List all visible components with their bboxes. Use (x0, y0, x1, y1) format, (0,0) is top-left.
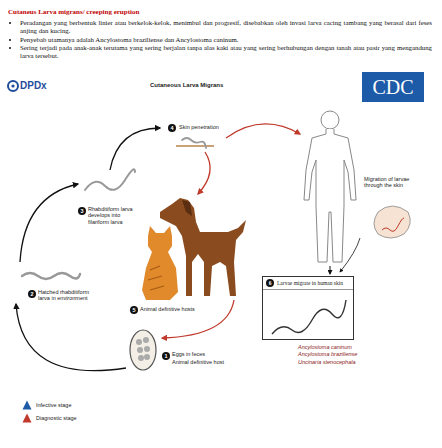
stage-triangle (23, 400, 32, 409)
diagram-title: Cutaneous Larva Migrans (150, 82, 223, 89)
drawing-part (138, 355, 144, 361)
cycle-arrow (162, 300, 234, 338)
legend: Infective stageDiagnostic stage (22, 398, 77, 424)
larva-in-skin (272, 300, 346, 334)
dog-ear (182, 200, 192, 216)
cat-stripes (148, 266, 164, 290)
legend-symbol (22, 413, 32, 423)
stage-label: Animal definitive host (172, 359, 232, 365)
leader-arrow (330, 266, 331, 274)
box-header: 6Larvae migrate in human skin (263, 277, 353, 290)
species-name: Uncinaria stenocephala (298, 359, 355, 365)
bullet-list: Peradangan yang berbentuk linier atau be… (8, 19, 432, 61)
human-head (321, 111, 339, 129)
callout-number: 3 (78, 207, 86, 215)
legend-row: Diagnostic stage (22, 411, 77, 424)
stage-box: 6Larvae migrate in human skin (262, 276, 354, 340)
bullet-text: Peradangan yang berbentuk linier atau be… (20, 19, 432, 35)
stage-label: Migration of larvae through the skin (364, 176, 426, 189)
species-name: Ancylostoma braziliense (298, 351, 357, 357)
logo-ring (8, 81, 18, 91)
cycle-arrow (226, 124, 300, 138)
filariform-larva (85, 169, 135, 190)
logo-text: CDC (362, 72, 424, 102)
cycle-arrow (20, 184, 78, 262)
egg-blastomeres (136, 337, 150, 361)
callout-number: 1 (162, 352, 170, 360)
stage-label: Skin penetration (179, 124, 239, 130)
legend-text: Infective stage (36, 402, 71, 408)
drawing-part (143, 337, 149, 343)
callout-number: 6 (266, 279, 274, 287)
drawing-part (144, 354, 150, 360)
stage-label: Rhabditiform larva develops into filarif… (88, 206, 140, 225)
stage-label: Hatched rhabditiform larva in environmen… (38, 289, 90, 302)
human-body (304, 129, 356, 262)
cycle-arrow (198, 152, 210, 194)
stage-triangle (23, 413, 32, 422)
drawing-part (137, 347, 143, 353)
creeping-track (382, 218, 404, 231)
cycle-arrow (16, 304, 126, 371)
logo-text: DPDx (20, 80, 47, 92)
callout-number: 5 (130, 306, 138, 314)
cat (142, 226, 178, 300)
stage-label: Eggs in feces (172, 351, 232, 357)
bullet-text: Sering terjadi pada anak-anak terutama y… (20, 44, 432, 60)
legend-symbol (22, 400, 32, 410)
cycle-arrow (110, 128, 160, 170)
legend-text: Diagnostic stage (36, 415, 77, 421)
legend-row: Infective stage (22, 398, 77, 411)
species-name: Ancylostoma caninum (298, 344, 352, 350)
heading: Cutaneus Larva migrans/ creeping eruptio… (8, 8, 139, 16)
stage-label: Animal definitive hosts (140, 306, 212, 312)
penetrating-larva (182, 138, 206, 148)
skin-surface (176, 145, 214, 147)
logo-dot (11, 84, 14, 87)
dpdx-logo (8, 81, 18, 91)
drawing-part (136, 339, 142, 345)
foot (374, 206, 410, 238)
callout-number: 4 (168, 124, 176, 132)
bullet-text: Penyebab utamanya adalah Ancylostoma bra… (20, 36, 432, 44)
rhabditiform-larva (22, 273, 80, 279)
callout-number: 2 (28, 290, 36, 298)
cdc-logo (362, 72, 424, 102)
drawing-part (144, 346, 150, 352)
egg (130, 330, 156, 370)
box-label: Larvae migrate in human skin (277, 280, 350, 286)
